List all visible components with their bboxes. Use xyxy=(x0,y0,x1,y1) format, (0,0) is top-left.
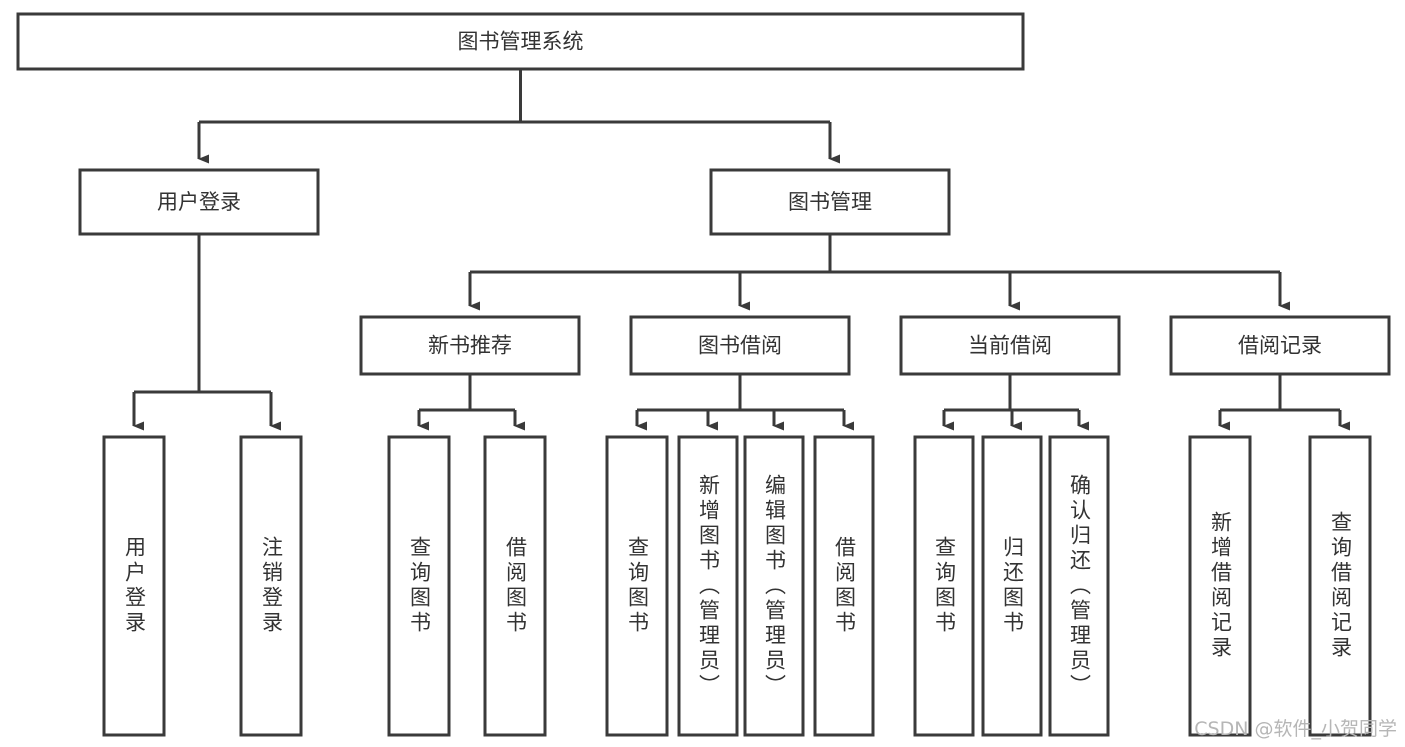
node-label-current-borrow: 当前借阅 xyxy=(968,334,1052,358)
node-box-leaf-rec-query-record[interactable] xyxy=(1308,435,1372,737)
node-label-borrow-record: 借阅记录 xyxy=(1238,334,1322,358)
node-box-root[interactable] xyxy=(16,12,1025,71)
node-box-leaf-cb-return-book[interactable] xyxy=(981,435,1043,737)
node-label-book-manage: 图书管理 xyxy=(788,190,872,214)
node-box-leaf-logout[interactable] xyxy=(239,435,303,737)
watermark-text: CSDN @软件_小贺同学 xyxy=(1194,718,1397,740)
node-box-leaf-br-query-book[interactable] xyxy=(605,435,669,737)
node-label-user-login: 用户登录 xyxy=(157,190,241,214)
node-label-new-book-rec: 新书推荐 xyxy=(428,334,512,358)
node-box-leaf-br-borrow-book[interactable] xyxy=(813,435,875,737)
node-box-leaf-user-login[interactable] xyxy=(102,435,166,737)
node-box-book-borrow[interactable] xyxy=(629,315,851,376)
node-box-group xyxy=(16,12,1391,737)
node-box-leaf-br-edit-book[interactable] xyxy=(743,435,805,737)
node-box-book-manage[interactable] xyxy=(709,168,951,236)
node-box-leaf-cb-confirm-return[interactable] xyxy=(1048,435,1110,737)
node-box-leaf-br-add-book[interactable] xyxy=(677,435,739,737)
node-box-user-login[interactable] xyxy=(78,168,320,236)
node-box-new-book-rec[interactable] xyxy=(359,315,581,376)
node-box-borrow-record[interactable] xyxy=(1169,315,1391,376)
node-box-current-borrow[interactable] xyxy=(899,315,1121,376)
node-label-root: 图书管理系统 xyxy=(458,30,584,54)
node-box-leaf-rec-borrow-book[interactable] xyxy=(483,435,547,737)
node-box-leaf-cb-query-book[interactable] xyxy=(913,435,975,737)
connector-group xyxy=(132,69,1350,431)
node-box-leaf-rec-add-record[interactable] xyxy=(1188,435,1252,737)
node-label-book-borrow: 图书借阅 xyxy=(698,334,782,358)
node-box-leaf-rec-query-book[interactable] xyxy=(387,435,451,737)
